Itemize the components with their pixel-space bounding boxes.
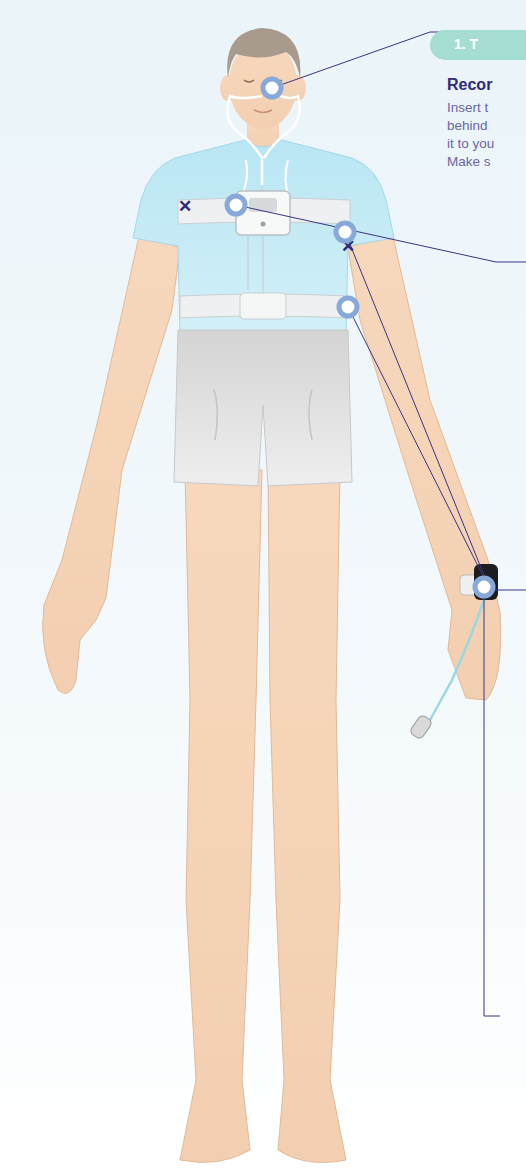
right-leg	[268, 470, 346, 1162]
instruction-text: behind	[447, 118, 488, 133]
sensor-markers	[227, 79, 493, 596]
instruction-text: Make s	[447, 154, 491, 169]
x-mark: ✕	[178, 197, 192, 216]
step-pill: 1. T	[430, 30, 526, 60]
wrist-device	[474, 564, 498, 600]
wrist-band	[460, 575, 496, 595]
leader-lines	[236, 32, 526, 1016]
hair	[227, 28, 300, 78]
abdomen-belt	[180, 294, 348, 318]
right-arm	[348, 232, 501, 700]
instruction-text: Insert t	[447, 100, 488, 115]
section-heading: Recor	[447, 76, 492, 94]
left-arm	[43, 232, 180, 693]
t-shirt	[133, 140, 394, 335]
left-leg	[180, 470, 262, 1162]
shorts	[174, 330, 352, 486]
instruction-text: it to you	[447, 136, 494, 151]
step-heading: 1. T	[454, 36, 526, 52]
